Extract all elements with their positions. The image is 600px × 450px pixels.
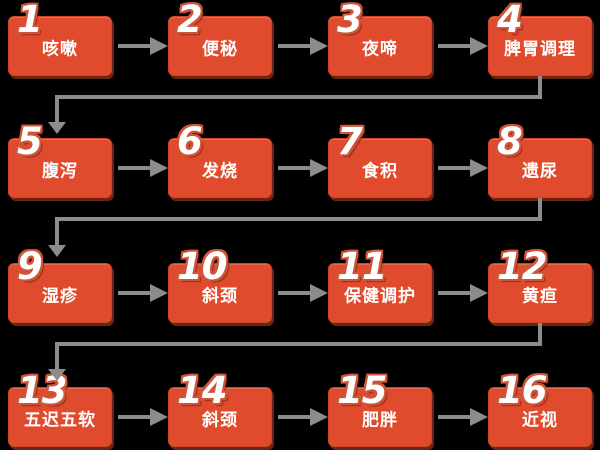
step-number: 5 <box>17 120 43 163</box>
wrap-connector-2 <box>538 198 542 221</box>
right-arrow-icon <box>310 37 328 55</box>
right-arrow-icon <box>310 159 328 177</box>
wrap-connector-3 <box>538 323 542 346</box>
step-label: 食积 <box>362 161 398 181</box>
right-arrow-icon <box>470 159 488 177</box>
step-number: 4 <box>497 0 523 41</box>
step-label: 遗尿 <box>522 161 558 181</box>
flow-step-7: 7 食积 <box>328 123 432 198</box>
step-number: 8 <box>497 120 523 163</box>
flow-step-1: 1 咳嗽 <box>8 1 112 76</box>
right-arrow-icon <box>150 37 168 55</box>
right-arrow-icon <box>150 159 168 177</box>
step-number: 10 <box>177 245 227 288</box>
connector-line <box>278 415 310 419</box>
flow-step-3: 3 夜啼 <box>328 1 432 76</box>
step-label: 近视 <box>522 410 558 430</box>
connector-line <box>118 166 150 170</box>
connector-line <box>438 291 470 295</box>
wrap-connector-1 <box>538 76 542 99</box>
step-label: 肥胖 <box>362 410 398 430</box>
flow-step-10: 10 斜颈 <box>168 248 272 323</box>
step-label: 腹泻 <box>42 161 78 181</box>
connector-line <box>438 415 470 419</box>
connector-line <box>438 166 470 170</box>
wrap-connector-2 <box>55 217 59 245</box>
wrap-connector-1 <box>55 95 542 99</box>
wrap-connector-2 <box>55 217 542 221</box>
step-number: 7 <box>337 120 363 163</box>
connector-line <box>278 44 310 48</box>
right-arrow-icon <box>470 37 488 55</box>
step-number: 15 <box>337 369 387 412</box>
down-arrow-icon <box>48 245 66 257</box>
connector-line <box>438 44 470 48</box>
flow-step-5: 5 腹泻 <box>8 123 112 198</box>
right-arrow-icon <box>470 284 488 302</box>
flow-step-8: 8 遗尿 <box>488 123 592 198</box>
step-label: 发烧 <box>202 161 238 181</box>
step-number: 3 <box>337 0 363 41</box>
step-label: 斜颈 <box>202 286 238 306</box>
down-arrow-icon <box>48 122 66 134</box>
right-arrow-icon <box>310 284 328 302</box>
connector-line <box>278 291 310 295</box>
step-label: 五迟五软 <box>24 410 96 430</box>
connector-line <box>278 166 310 170</box>
step-number: 16 <box>497 369 547 412</box>
right-arrow-icon <box>470 408 488 426</box>
step-label: 湿疹 <box>42 286 78 306</box>
step-label: 夜啼 <box>362 39 398 59</box>
connector-line <box>118 415 150 419</box>
step-label: 保健调护 <box>344 286 416 306</box>
connector-line <box>118 291 150 295</box>
flow-step-14: 14 斜颈 <box>168 372 272 447</box>
step-number: 9 <box>17 245 43 288</box>
flow-step-11: 11 保健调护 <box>328 248 432 323</box>
step-label: 脾胃调理 <box>504 39 576 59</box>
flow-step-9: 9 湿疹 <box>8 248 112 323</box>
flow-step-13: 13 五迟五软 <box>8 372 112 447</box>
wrap-connector-3 <box>55 342 542 346</box>
wrap-connector-1 <box>55 95 59 122</box>
right-arrow-icon <box>150 408 168 426</box>
step-number: 6 <box>177 120 203 163</box>
flow-step-2: 2 便秘 <box>168 1 272 76</box>
step-number: 14 <box>177 369 227 412</box>
step-number: 11 <box>337 245 387 288</box>
step-number: 12 <box>497 245 547 288</box>
right-arrow-icon <box>150 284 168 302</box>
flow-step-15: 15 肥胖 <box>328 372 432 447</box>
down-arrow-icon <box>48 369 66 381</box>
right-arrow-icon <box>310 408 328 426</box>
flow-step-6: 6 发烧 <box>168 123 272 198</box>
flow-step-16: 16 近视 <box>488 372 592 447</box>
flow-step-4: 4 脾胃调理 <box>488 1 592 76</box>
step-number: 2 <box>177 0 203 41</box>
wrap-connector-3 <box>55 342 59 369</box>
step-label: 咳嗽 <box>42 39 78 59</box>
step-label: 便秘 <box>202 39 238 59</box>
connector-line <box>118 44 150 48</box>
step-number: 1 <box>17 0 43 41</box>
step-label: 斜颈 <box>202 410 238 430</box>
flow-step-12: 12 黄疸 <box>488 248 592 323</box>
step-label: 黄疸 <box>522 286 558 306</box>
